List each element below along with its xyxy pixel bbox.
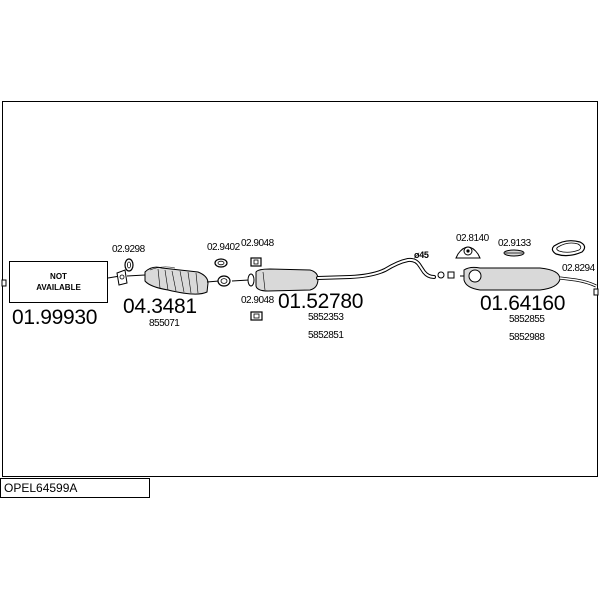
front-pipe-part-number: 01.99930 <box>12 306 98 329</box>
center-silencer-icon <box>231 257 436 292</box>
rubber-hanger-icon <box>250 257 262 267</box>
rear-silencer-icon <box>460 266 597 291</box>
clamp-icon <box>124 258 134 272</box>
fitting-label-heat-shield: 02.8294 <box>562 263 595 274</box>
rubber-hanger-lower-icon <box>250 311 263 321</box>
center-silencer-part-number: 01.52780 <box>278 290 364 313</box>
rear-silencer-oem-number-a: 5852855 <box>509 314 545 325</box>
catalytic-converter-oem-number: 855071 <box>149 318 180 329</box>
fitting-label-hanger-lower: 02.9048 <box>241 295 274 306</box>
fitting-label-rubber-mount: 02.8140 <box>456 233 489 244</box>
left-end-marker <box>1 279 7 287</box>
flange-gasket-icon <box>116 269 146 286</box>
fitting-label-gasket: 02.9402 <box>207 242 240 253</box>
hanger-strap-icon <box>503 249 525 257</box>
center-silencer-oem-number-b: 5852851 <box>308 330 344 341</box>
not-available-line1: NOT <box>50 272 67 281</box>
catalytic-converter-icon <box>144 266 220 295</box>
rubber-mount-icon <box>455 246 481 259</box>
pipe-diameter-label: ø45 <box>414 250 429 260</box>
rear-silencer-oem-number-b: 5852988 <box>509 332 545 343</box>
gasket-ring-icon <box>214 258 231 287</box>
right-end-marker <box>593 288 599 296</box>
not-available-box: NOT AVAILABLE <box>9 261 108 303</box>
rear-silencer-part-number: 01.64160 <box>480 292 566 315</box>
catalytic-converter-part-number: 04.3481 <box>123 295 197 318</box>
fitting-label-hanger: 02.9048 <box>241 238 274 249</box>
fitting-label-hanger-strap: 02.9133 <box>498 238 531 249</box>
not-available-line2: AVAILABLE <box>36 283 81 292</box>
center-silencer-oem-number-a: 5852353 <box>308 312 344 323</box>
clamp-rear-icon <box>437 271 455 279</box>
fitting-label-clamp: 02.9298 <box>112 244 145 255</box>
heat-shield-icon <box>551 240 586 257</box>
model-code-box: OPEL64599A <box>0 478 150 498</box>
model-code: OPEL64599A <box>4 481 78 495</box>
